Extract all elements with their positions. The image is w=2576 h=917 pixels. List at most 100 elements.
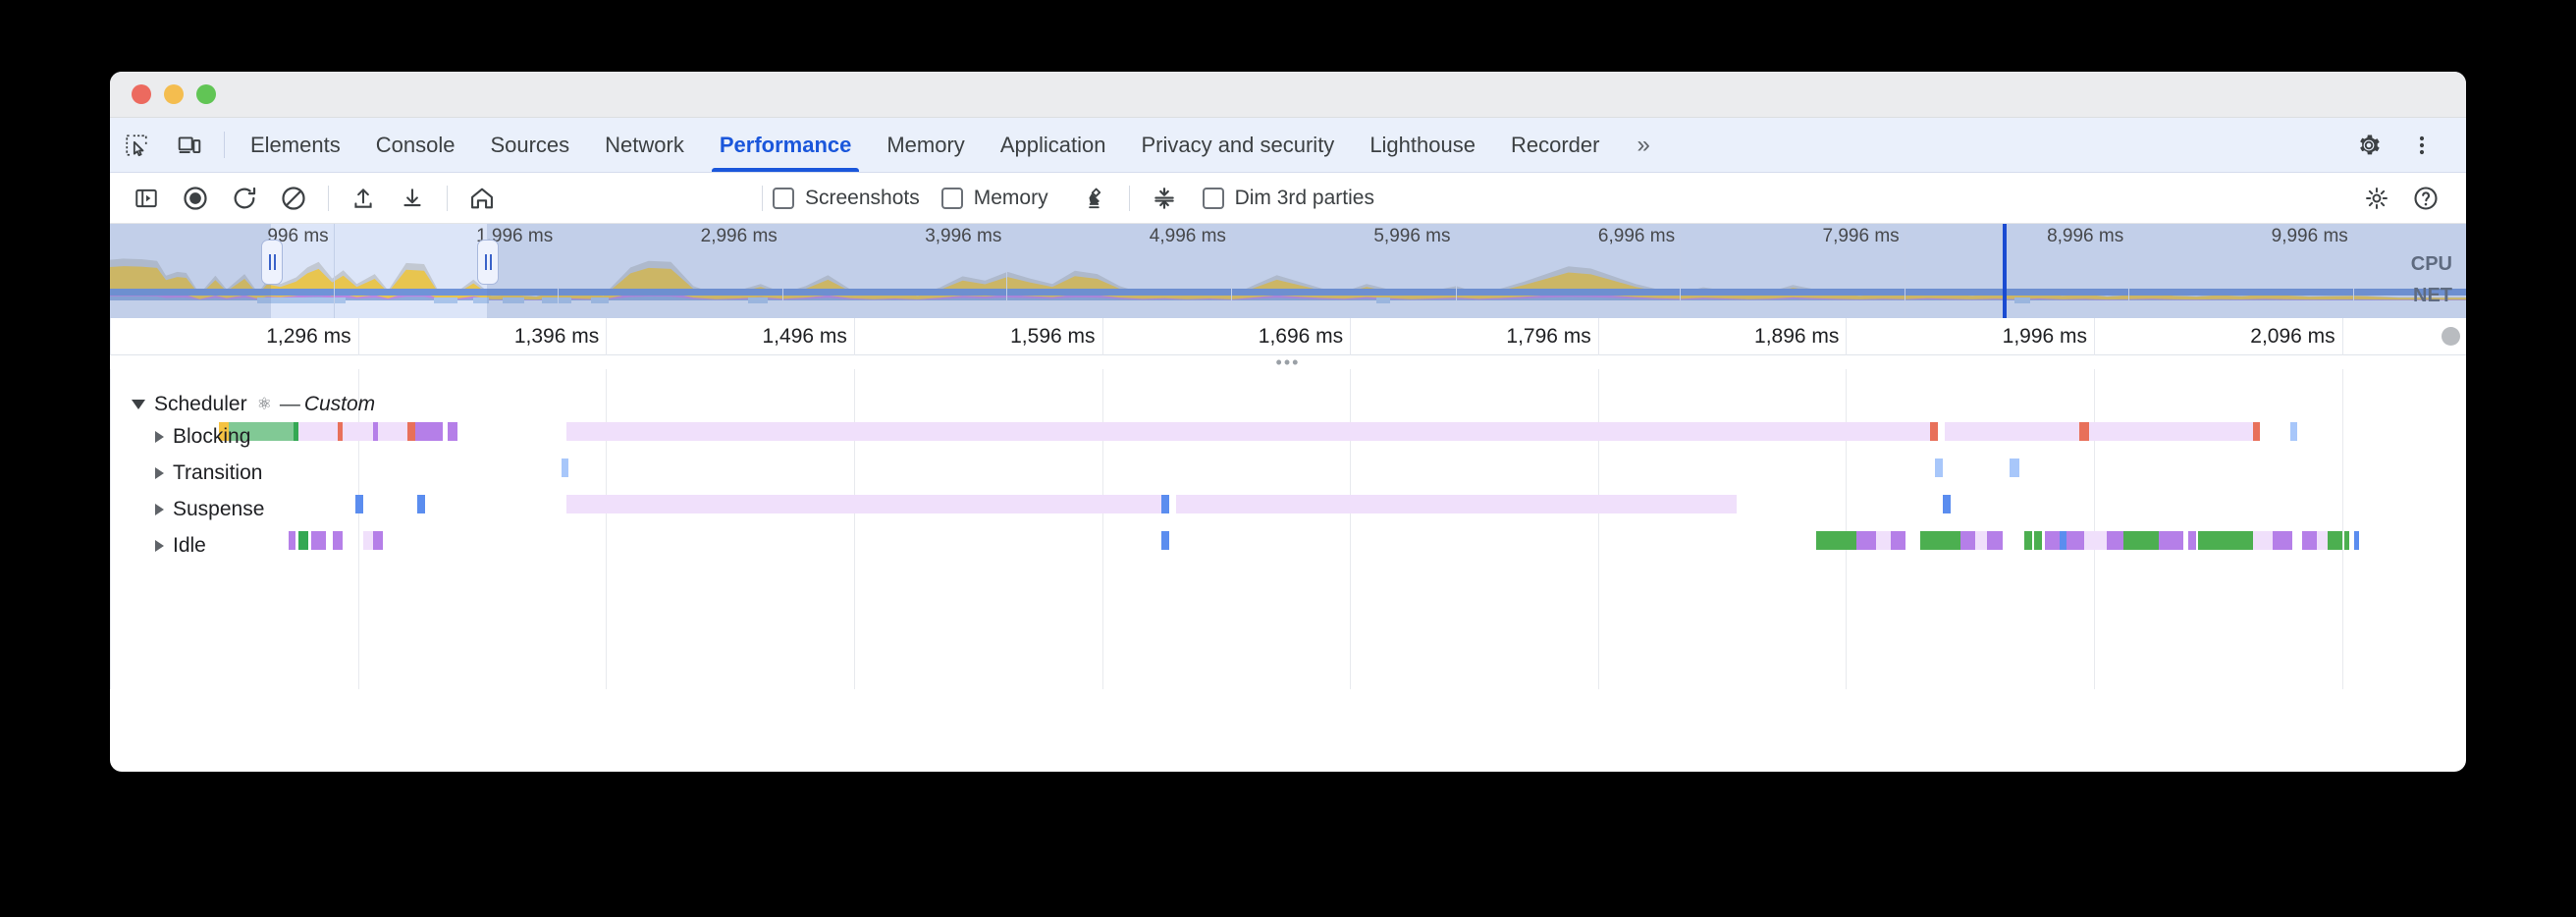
save-profile-icon[interactable] bbox=[388, 179, 437, 218]
flamechart-event[interactable] bbox=[2066, 531, 2084, 550]
flamechart-event[interactable] bbox=[1890, 531, 1906, 550]
flamechart-event[interactable] bbox=[362, 531, 373, 550]
detail-timeline-ruler[interactable]: 1,196 ms1,296 ms1,396 ms1,496 ms1,596 ms… bbox=[110, 318, 2466, 355]
flamechart-event[interactable] bbox=[338, 422, 344, 441]
flamechart-event[interactable] bbox=[298, 531, 309, 550]
flamechart-event[interactable] bbox=[1935, 458, 1943, 477]
flamechart-event[interactable] bbox=[2289, 422, 2298, 441]
flamechart-event[interactable] bbox=[447, 422, 457, 441]
flamechart-event[interactable] bbox=[372, 422, 378, 441]
flamechart-event[interactable] bbox=[2252, 422, 2261, 441]
flamechart-event[interactable] bbox=[1945, 422, 2079, 441]
flamechart-event[interactable] bbox=[1920, 531, 1960, 550]
tab-recorder[interactable]: Recorder bbox=[1493, 118, 1617, 172]
selection-handle-right[interactable] bbox=[477, 240, 499, 285]
scrollbar-thumb[interactable] bbox=[2442, 327, 2460, 346]
tab-elements[interactable]: Elements bbox=[233, 118, 358, 172]
collect-garbage-icon[interactable] bbox=[1070, 179, 1119, 218]
capture-settings-gear-icon[interactable] bbox=[2352, 179, 2401, 218]
home-icon[interactable] bbox=[457, 179, 507, 218]
flamechart-event[interactable] bbox=[2106, 531, 2124, 550]
track-group-scheduler[interactable]: Scheduler ⚛ — Custom bbox=[110, 392, 2466, 418]
flamechart-event[interactable] bbox=[298, 422, 339, 441]
track-expand-triangle-icon[interactable] bbox=[155, 466, 164, 479]
flamechart-event[interactable] bbox=[2344, 531, 2350, 550]
flamechart-event[interactable] bbox=[2034, 531, 2042, 550]
maximize-window-button[interactable] bbox=[196, 84, 216, 104]
clear-icon[interactable] bbox=[269, 179, 318, 218]
flamechart-event[interactable] bbox=[1987, 531, 2003, 550]
device-toolbar-icon[interactable] bbox=[163, 118, 216, 172]
flamechart-event[interactable] bbox=[1942, 495, 1951, 513]
flamechart-event[interactable] bbox=[377, 422, 408, 441]
tab-lighthouse[interactable]: Lighthouse bbox=[1352, 118, 1493, 172]
flamechart-event[interactable] bbox=[310, 531, 326, 550]
settings-gear-icon[interactable] bbox=[2342, 132, 2395, 159]
flamechart[interactable]: Scheduler ⚛ — Custom Blocking Transition bbox=[110, 369, 2466, 689]
memory-checkbox[interactable]: Memory bbox=[940, 187, 1048, 210]
tab-console[interactable]: Console bbox=[358, 118, 473, 172]
tab-memory[interactable]: Memory bbox=[869, 118, 982, 172]
flamechart-event[interactable] bbox=[343, 422, 373, 441]
flamechart-event[interactable] bbox=[1974, 531, 1988, 550]
help-icon[interactable] bbox=[2401, 179, 2450, 218]
flamechart-event[interactable] bbox=[2188, 531, 2196, 550]
flamechart-event[interactable] bbox=[372, 531, 383, 550]
flamechart-event[interactable] bbox=[1161, 495, 1169, 513]
toggle-sidebar-icon[interactable] bbox=[122, 179, 171, 218]
track-expand-triangle-icon[interactable] bbox=[155, 539, 164, 552]
flamechart-event[interactable] bbox=[565, 422, 1931, 441]
flamechart-event[interactable] bbox=[1875, 531, 1891, 550]
flamechart-event[interactable] bbox=[2252, 531, 2273, 550]
flamechart-event[interactable] bbox=[2059, 531, 2067, 550]
flamechart-event[interactable] bbox=[1161, 531, 1169, 550]
flamechart-event[interactable] bbox=[355, 495, 363, 513]
flamechart-event[interactable] bbox=[333, 531, 344, 550]
flamechart-event[interactable] bbox=[2158, 531, 2183, 550]
flamechart-event[interactable] bbox=[2083, 531, 2107, 550]
track-row-suspense[interactable]: Suspense bbox=[110, 491, 2466, 527]
flamechart-event[interactable] bbox=[1816, 531, 1856, 550]
flamechart-event[interactable] bbox=[288, 531, 296, 550]
flamechart-event[interactable] bbox=[2327, 531, 2342, 550]
minimize-window-button[interactable] bbox=[164, 84, 184, 104]
flamechart-event[interactable] bbox=[293, 422, 298, 441]
screenshots-checkbox[interactable]: Screenshots bbox=[773, 187, 920, 210]
tab-network[interactable]: Network bbox=[587, 118, 702, 172]
flamechart-event[interactable] bbox=[2010, 458, 2020, 477]
track-row-idle[interactable]: Idle bbox=[110, 527, 2466, 564]
flamechart-event[interactable] bbox=[1959, 531, 1975, 550]
inspect-element-icon[interactable] bbox=[110, 118, 163, 172]
more-tabs-chevron-icon[interactable]: » bbox=[1617, 118, 1669, 172]
selection-handle-left[interactable] bbox=[261, 240, 283, 285]
collapse-tracks-icon[interactable] bbox=[1140, 179, 1189, 218]
close-window-button[interactable] bbox=[132, 84, 151, 104]
flamechart-event[interactable] bbox=[561, 458, 569, 477]
flamechart-event[interactable] bbox=[2302, 531, 2318, 550]
load-profile-icon[interactable] bbox=[339, 179, 388, 218]
dim-3rd-parties-checkbox[interactable]: Dim 3rd parties bbox=[1202, 187, 1374, 210]
flamechart-event[interactable] bbox=[1855, 531, 1876, 550]
flamechart-event[interactable] bbox=[2198, 531, 2253, 550]
flamechart-event[interactable] bbox=[2272, 531, 2293, 550]
flamechart-event[interactable] bbox=[219, 422, 230, 441]
more-options-icon[interactable] bbox=[2395, 134, 2448, 157]
flamechart-event[interactable] bbox=[565, 495, 1162, 513]
record-icon[interactable] bbox=[171, 179, 220, 218]
flamechart-event[interactable] bbox=[2078, 422, 2089, 441]
track-row-transition[interactable]: Transition bbox=[110, 455, 2466, 491]
track-expand-triangle-icon[interactable] bbox=[155, 503, 164, 515]
track-expand-triangle-icon[interactable] bbox=[155, 430, 164, 443]
reload-and-record-icon[interactable] bbox=[220, 179, 269, 218]
flamechart-event[interactable] bbox=[2044, 531, 2060, 550]
flamechart-event[interactable] bbox=[1930, 422, 1938, 441]
flamechart-event[interactable] bbox=[2024, 531, 2032, 550]
flamechart-event[interactable] bbox=[2354, 531, 2360, 550]
flamechart-event[interactable] bbox=[414, 422, 443, 441]
flamechart-event[interactable] bbox=[229, 422, 294, 441]
track-row-blocking[interactable]: Blocking bbox=[110, 418, 2466, 455]
flamechart-event[interactable] bbox=[1176, 495, 1738, 513]
tab-application[interactable]: Application bbox=[983, 118, 1124, 172]
flamechart-event[interactable] bbox=[2089, 422, 2253, 441]
